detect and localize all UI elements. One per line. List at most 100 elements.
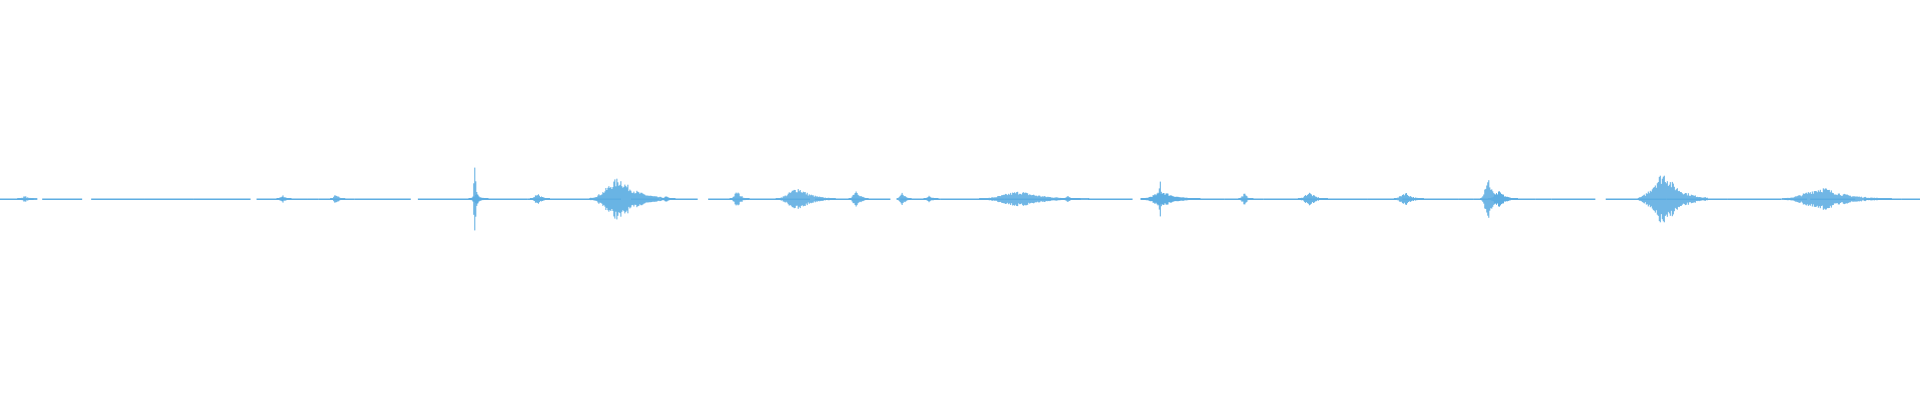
- waveform-sample: [1408, 196, 1410, 202]
- waveform-sample: [1792, 197, 1794, 201]
- waveform-sample: [1492, 197, 1493, 201]
- waveform-sample: [25, 196, 27, 202]
- waveform-sample: [646, 195, 648, 203]
- waveform-sample: [908, 198, 910, 200]
- waveform-sample: [1790, 197, 1792, 201]
- waveform-sample: [471, 197, 473, 201]
- waveform-sample: [739, 196, 741, 202]
- waveform-sample: [545, 198, 547, 200]
- waveform-sample: [544, 198, 546, 200]
- waveform-sample: [1194, 198, 1196, 200]
- waveform-sample: [1027, 193, 1029, 205]
- waveform-sample: [1325, 198, 1327, 200]
- waveform-sample: [339, 197, 341, 201]
- waveform-sample: [623, 186, 625, 212]
- waveform-sample: [1642, 195, 1644, 203]
- waveform-sample: [654, 196, 656, 202]
- waveform-sample: [1140, 198, 1142, 200]
- waveform-sample: [930, 197, 932, 201]
- waveform-sample: [1702, 197, 1704, 201]
- waveform-sample: [650, 195, 652, 203]
- waveform-sample: [1690, 194, 1692, 204]
- waveform-sample: [610, 187, 612, 211]
- waveform-sample: [1155, 195, 1157, 203]
- waveform-sample: [900, 194, 902, 204]
- waveform-sample: [1662, 176, 1664, 222]
- waveform-sample: [1480, 198, 1482, 200]
- waveform-sample: [1849, 195, 1851, 203]
- waveform-sample: [631, 192, 633, 206]
- waveform-sample: [1875, 197, 1877, 201]
- waveform-sample: [36, 198, 38, 200]
- waveform-baseline: [1263, 198, 1313, 200]
- waveform-sample: [825, 198, 827, 200]
- waveform-sample: [1035, 195, 1037, 203]
- waveform-sample: [1684, 193, 1686, 206]
- waveform-sample: [732, 196, 734, 202]
- waveform-sample: [1398, 196, 1400, 202]
- waveform-sample: [668, 197, 670, 201]
- waveform-sample: [537, 194, 539, 204]
- waveform-sample: [1483, 194, 1485, 204]
- waveform-sample: [1697, 197, 1699, 201]
- waveform-sample: [1689, 195, 1691, 203]
- waveform-sample: [1860, 196, 1862, 202]
- waveform-sample: [1321, 198, 1323, 200]
- waveform-sample: [336, 196, 338, 203]
- waveform-sample: [589, 198, 591, 200]
- waveform-sample: [1416, 197, 1418, 201]
- waveform-sample: [1846, 194, 1848, 204]
- waveform-sample: [1509, 197, 1510, 201]
- waveform-sample: [1419, 198, 1421, 200]
- waveform-sample: [1787, 197, 1789, 201]
- waveform-sample: [1859, 197, 1861, 201]
- waveform-sample: [1183, 197, 1185, 201]
- waveform-sample: [1040, 196, 1042, 202]
- waveform-sample: [593, 197, 595, 201]
- waveform-sample: [1050, 197, 1052, 201]
- waveform-sample: [1864, 196, 1866, 202]
- waveform-baseline: [1402, 198, 1459, 200]
- waveform-sample: [1076, 198, 1078, 200]
- waveform-baseline: [1535, 198, 1552, 200]
- waveform-sample: [1695, 197, 1697, 201]
- waveform-sample: [992, 197, 994, 201]
- waveform-sample: [639, 193, 641, 205]
- waveform-sample: [993, 197, 995, 201]
- waveform-sample: [1844, 194, 1846, 204]
- waveform-sample: [801, 192, 803, 206]
- waveform-sample: [1784, 198, 1786, 200]
- waveform-sample: [1654, 185, 1656, 213]
- waveform-sample: [1318, 198, 1320, 200]
- waveform-sample: [985, 198, 987, 200]
- waveform-baseline: [527, 198, 591, 200]
- waveform-sample: [1313, 195, 1315, 203]
- waveform-baseline: [0, 198, 9, 200]
- waveform-sample: [1239, 198, 1241, 200]
- waveform-sample: [1797, 195, 1799, 203]
- waveform-sample: [1066, 196, 1068, 202]
- waveform-sample: [1873, 197, 1875, 201]
- waveform-sample: [1816, 192, 1818, 206]
- waveform-sample: [854, 193, 856, 205]
- waveform-sample: [994, 197, 996, 201]
- waveform-sample: [1493, 196, 1494, 202]
- waveform-sample: [1686, 195, 1688, 203]
- waveform-sample: [484, 198, 486, 200]
- waveform-sample: [808, 194, 810, 204]
- waveform-sample: [742, 197, 744, 201]
- waveform-baseline: [417, 198, 482, 200]
- waveform-sample: [831, 198, 833, 200]
- waveform-sample: [823, 197, 825, 201]
- waveform-sample: [1782, 198, 1784, 200]
- waveform-sample: [982, 198, 984, 200]
- waveform-sample: [1676, 188, 1678, 210]
- waveform-sample: [663, 198, 665, 200]
- waveform-sample: [1180, 197, 1182, 201]
- waveform-sample: [999, 196, 1001, 202]
- waveform-sample: [1839, 195, 1841, 203]
- waveform-sample: [341, 198, 343, 200]
- waveform-sample: [983, 198, 985, 200]
- waveform-sample: [1086, 198, 1088, 200]
